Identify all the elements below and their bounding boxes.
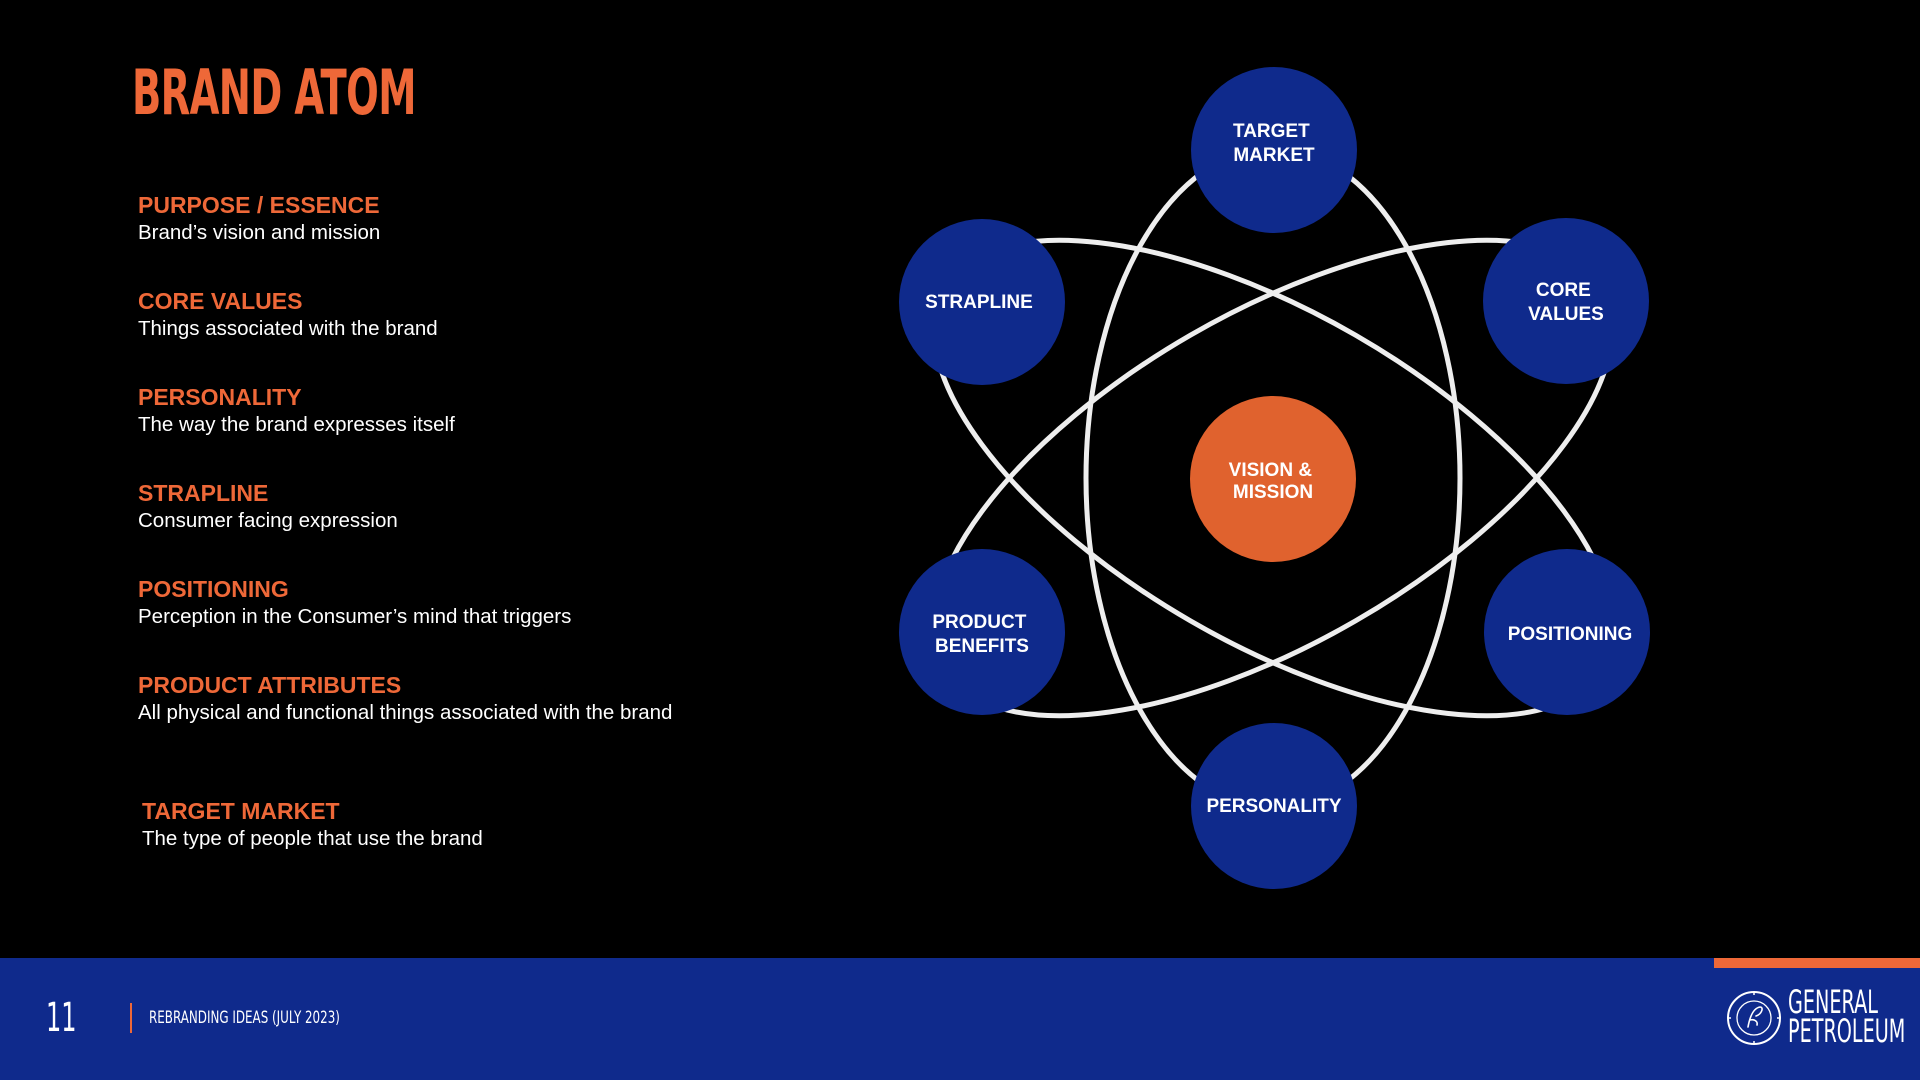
definition-strapline: STRAPLINE Consumer facing expression xyxy=(138,479,738,535)
definition-heading: PRODUCT ATTRIBUTES xyxy=(138,672,402,698)
general-petroleum-seal-icon xyxy=(1727,991,1781,1045)
node-label: PERSONALITY xyxy=(1206,796,1341,817)
definition-description: Perception in the Consumer’s mind that t… xyxy=(138,605,572,628)
company-logo-text: GENERAL PETROLEUM xyxy=(1788,983,1906,1050)
node-label: TARGET MARKET xyxy=(1233,121,1315,166)
definition-description: The type of people that use the brand xyxy=(142,827,483,850)
center-label-line: MISSION xyxy=(1233,482,1313,503)
definition-positioning: POSITIONING Perception in the Consumer’s… xyxy=(138,575,738,631)
definition-description: Consumer facing expression xyxy=(138,509,398,532)
definition-description: Brand’s vision and mission xyxy=(138,221,381,244)
node-label: STRAPLINE xyxy=(925,292,1033,313)
node-label-line: MARKET xyxy=(1233,145,1315,166)
node-circle xyxy=(899,219,1065,385)
definition-description: Things associated with the brand xyxy=(138,317,438,340)
node-label: PRODUCT BENEFITS xyxy=(932,612,1031,657)
node-label-line: VALUES xyxy=(1528,304,1604,325)
footer-separator xyxy=(130,1003,132,1033)
node-strapline: STRAPLINE xyxy=(899,219,1065,385)
definition-heading: PERSONALITY xyxy=(138,384,302,410)
node-label-line: PRODUCT xyxy=(932,612,1026,633)
definition-heading: POSITIONING xyxy=(138,576,289,602)
definition-target-market: TARGET MARKET The type of people that us… xyxy=(142,797,742,853)
slide-title: BRAND ATOM xyxy=(132,56,416,129)
node-circle xyxy=(899,549,1065,715)
footer-accent-bar xyxy=(1714,958,1920,968)
node-personality: PERSONALITY xyxy=(1191,723,1357,889)
definition-heading: STRAPLINE xyxy=(138,480,269,506)
definition-description: All physical and functional things assoc… xyxy=(138,701,673,724)
node-circle xyxy=(1483,218,1649,384)
node-label: POSITIONING xyxy=(1508,624,1633,645)
logo-line: GENERAL xyxy=(1788,983,1878,1021)
definition-personality: PERSONALITY The way the brand expresses … xyxy=(138,383,738,439)
center-label: VISION & MISSION xyxy=(1229,460,1318,503)
node-product-benefits: PRODUCT BENEFITS xyxy=(899,549,1065,715)
node-label-line: STRAPLINE xyxy=(925,292,1033,313)
node-circle xyxy=(1191,67,1357,233)
definition-heading: CORE VALUES xyxy=(138,288,303,314)
node-core-values: CORE VALUES xyxy=(1483,218,1649,384)
node-label-line: TARGET xyxy=(1233,121,1310,142)
page-number: 11 xyxy=(46,995,77,1041)
node-circle xyxy=(1484,549,1650,715)
definitions-list: PURPOSE / ESSENCE Brand’s vision and mis… xyxy=(0,0,760,900)
center-circle xyxy=(1190,396,1356,562)
definition-core-values: CORE VALUES Things associated with the b… xyxy=(138,287,738,343)
slide-footer: 11 REBRANDING IDEAS (JULY 2023) GENERAL … xyxy=(0,958,1920,1080)
node-positioning: POSITIONING xyxy=(1484,549,1650,715)
brand-atom-diagram: VISION & MISSION TARGET MARKET CORE VALU… xyxy=(899,67,1650,889)
node-label-line: PERSONALITY xyxy=(1206,796,1341,817)
definition-heading: TARGET MARKET xyxy=(142,798,340,824)
definition-heading: PURPOSE / ESSENCE xyxy=(138,192,380,218)
node-label: CORE VALUES xyxy=(1528,280,1604,325)
definition-description: The way the brand expresses itself xyxy=(138,413,455,436)
definition-product-attributes: PRODUCT ATTRIBUTES All physical and func… xyxy=(138,671,678,727)
node-label-line: POSITIONING xyxy=(1508,624,1633,645)
node-target-market: TARGET MARKET xyxy=(1191,67,1357,233)
node-label-line: CORE xyxy=(1536,280,1591,301)
node-label-line: BENEFITS xyxy=(935,636,1029,657)
node-center: VISION & MISSION xyxy=(1190,396,1356,562)
deck-title: REBRANDING IDEAS (JULY 2023) xyxy=(149,1008,340,1028)
node-circle xyxy=(1191,723,1357,889)
center-label-line: VISION & xyxy=(1229,460,1313,481)
logo-line: PETROLEUM xyxy=(1788,1012,1906,1050)
definition-purpose: PURPOSE / ESSENCE Brand’s vision and mis… xyxy=(138,191,738,247)
